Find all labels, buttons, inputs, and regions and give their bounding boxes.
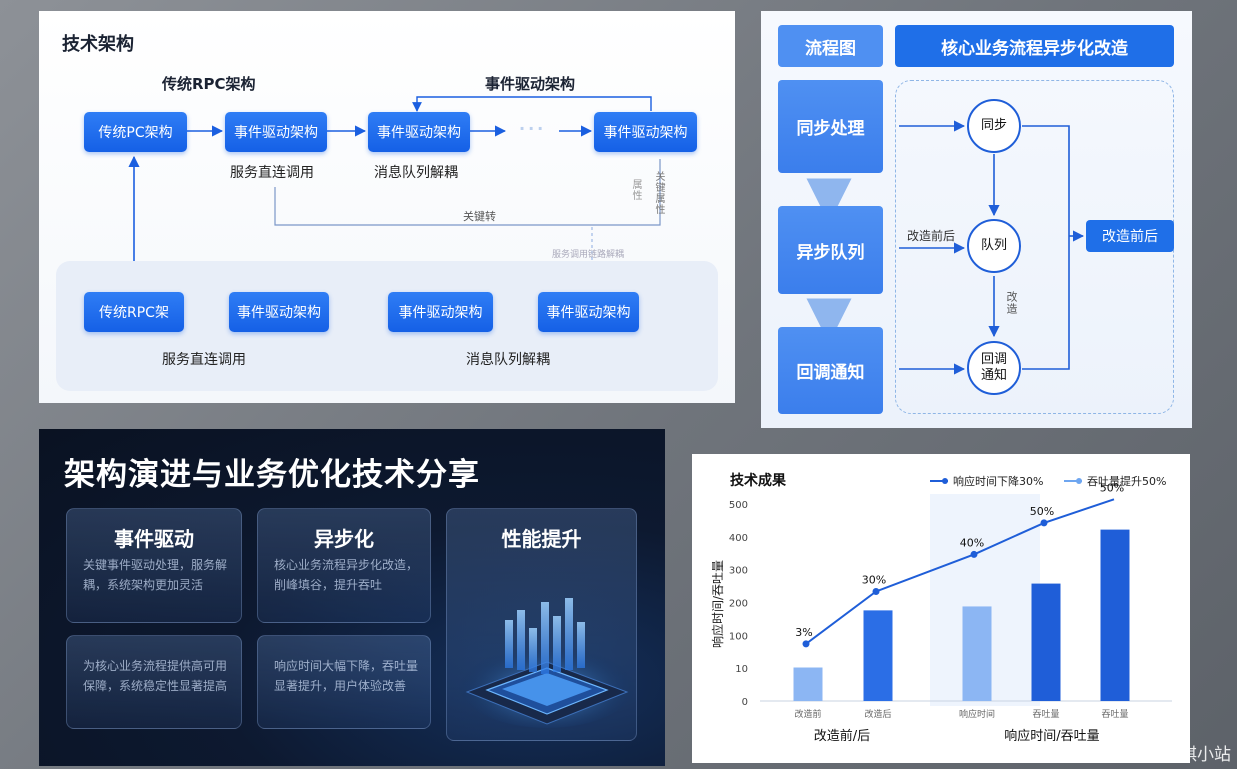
y-tick-label: 400 [729, 533, 748, 544]
y-axis-label: 响应时间/吞吐量 [710, 560, 725, 648]
hero-title: 架构演进与业务优化技术分享 [64, 457, 480, 493]
flow-connectors [806, 120, 1085, 375]
y-tick-label: 0 [742, 697, 748, 708]
loop-label: 关键转 [463, 210, 496, 223]
legend-label-throughput: 吞吐量提升50% [1087, 475, 1166, 488]
x-tick-label: 改造后 [864, 708, 891, 720]
x-tick-label: 改造前 [794, 708, 821, 720]
ellipsis-marker: ··· [519, 119, 547, 138]
trend-point-label: 50% [1030, 505, 1054, 518]
trend-point [802, 640, 810, 648]
y-tick-label: 300 [729, 566, 748, 577]
event-driven-card[interactable]: 事件驱动 关键事件驱动处理，服务解耦，系统架构更加灵活 [66, 508, 242, 623]
rpc-architecture-heading: 传统RPC架构 [162, 75, 256, 93]
event-driven-bottom-2[interactable]: 事件驱动架构 [388, 292, 493, 332]
card-text: 响应时间大幅下降，吞吐量显著提升，用户体验改善 [274, 659, 419, 693]
chip-illustration [457, 598, 637, 728]
y-tick-label: 500 [729, 500, 748, 511]
flow-panel: 流程图 核心业务流程异步化改造 同步处理 异步队列 回调通知 同步 队列 回调 … [761, 11, 1192, 428]
flow-title: 核心业务流程异步化改造 [895, 25, 1174, 67]
performance-card[interactable]: 性能提升 [446, 508, 637, 741]
direct-call-caption-2: 服务直连调用 [162, 352, 246, 368]
queue-decouple-caption: 消息队列解耦 [374, 165, 458, 181]
change-label: 改造 [1005, 291, 1018, 315]
x-axis-label-left: 改造前/后 [814, 728, 870, 744]
before-after-button[interactable]: 改造前后 [1086, 220, 1174, 252]
bar-2 [863, 610, 893, 701]
reliability-card[interactable]: 为核心业务流程提供高可用保障，系统稳定性显著提高 [66, 635, 242, 729]
results-chart-panel: 技术成果 响应时间下降30% 吞吐量提升50% 0 10 100 200 300 400 500 响… [692, 454, 1190, 763]
legend-label-response: 响应时间下降30% [953, 474, 1043, 488]
card-heading: 异步化 [314, 527, 374, 551]
card-text: 为核心业务流程提供高可用保障，系统稳定性显著提高 [83, 659, 228, 693]
callback-notify-box[interactable]: 回调通知 [778, 327, 883, 414]
bar-1 [793, 667, 823, 701]
before-after-label: 改造前后 [907, 229, 956, 243]
async-card[interactable]: 异步化 核心业务流程异步化改造，削峰填谷，提升吞吐 [257, 508, 431, 623]
card-heading: 性能提升 [501, 527, 582, 551]
trend-point [970, 550, 978, 558]
side-note-a: 属性 [630, 179, 641, 201]
y-tick-label: 10 [735, 664, 748, 675]
async-queue-box[interactable]: 异步队列 [778, 206, 883, 294]
event-driven-bottom-3[interactable]: 事件驱动架构 [538, 292, 639, 332]
results-chart: 技术成果 响应时间下降30% 吞吐量提升50% 0 10 100 200 300 400 500 响… [710, 472, 1172, 744]
bar-3 [962, 606, 992, 701]
trend-point-label: 40% [960, 536, 984, 549]
side-note-b: 关键属性 [653, 171, 664, 215]
trend-point-label: 30% [862, 573, 886, 586]
bar-4 [1031, 583, 1061, 701]
y-tick-label: 100 [729, 631, 748, 642]
middle-note: 服务调用链路解耦 [552, 250, 625, 260]
callback-circle[interactable]: 回调 通知 [967, 341, 1021, 395]
x-tick-label: 吞吐量 [1032, 709, 1059, 720]
trend-point [872, 587, 880, 595]
watermark: CSDN @文琪小站 [1092, 745, 1231, 765]
sync-circle[interactable]: 同步 [967, 99, 1021, 153]
architecture-panel: 技术架构 传统RPC架构 事件驱动架构 传统PC架构 事件驱动架构 [39, 11, 735, 403]
event-architecture-heading: 事件驱动架构 [485, 75, 576, 93]
legend-dot-throughput [1076, 478, 1082, 484]
hero-panel: 架构演进与业务优化技术分享 事件驱动 关键事件驱动处理，服务解耦，系统架构更加灵… [39, 429, 665, 766]
sync-processing-box[interactable]: 同步处理 [778, 80, 883, 173]
traditional-rpc-node[interactable]: 传统RPC架 [84, 292, 184, 332]
event-driven-bottom-1[interactable]: 事件驱动架构 [229, 292, 329, 332]
direct-call-caption: 服务直连调用 [230, 165, 314, 181]
chart-title: 技术成果 [730, 472, 787, 489]
x-axis-label-right: 响应时间/吞吐量 [1004, 728, 1099, 744]
trend-point [1040, 519, 1048, 527]
architecture-title: 技术架构 [62, 34, 134, 55]
event-driven-node-2[interactable]: 事件驱动架构 [368, 112, 470, 152]
legend-dot-response [942, 478, 948, 484]
y-tick-label: 200 [729, 599, 748, 610]
event-driven-node-1[interactable]: 事件驱动架构 [225, 112, 327, 152]
trend-point-label: 3% [795, 626, 812, 639]
queue-circle[interactable]: 队列 [967, 219, 1021, 273]
x-tick-label: 吞吐量 [1101, 709, 1128, 720]
traditional-pc-node[interactable]: 传统PC架构 [84, 112, 187, 152]
event-driven-node-3[interactable]: 事件驱动架构 [594, 112, 697, 152]
bar-5 [1100, 529, 1130, 701]
queue-decouple-caption-2: 消息队列解耦 [466, 352, 550, 368]
card-text: 核心业务流程异步化改造，削峰填谷，提升吞吐 [274, 558, 419, 592]
card-text: 关键事件驱动处理，服务解耦，系统架构更加灵活 [83, 558, 228, 592]
flow-tag: 流程图 [778, 25, 883, 67]
experience-card[interactable]: 响应时间大幅下降，吞吐量显著提升，用户体验改善 [257, 635, 431, 729]
x-tick-label: 响应时间 [959, 708, 995, 720]
trend-point-label: 50% [1100, 481, 1124, 494]
card-heading: 事件驱动 [114, 527, 194, 551]
